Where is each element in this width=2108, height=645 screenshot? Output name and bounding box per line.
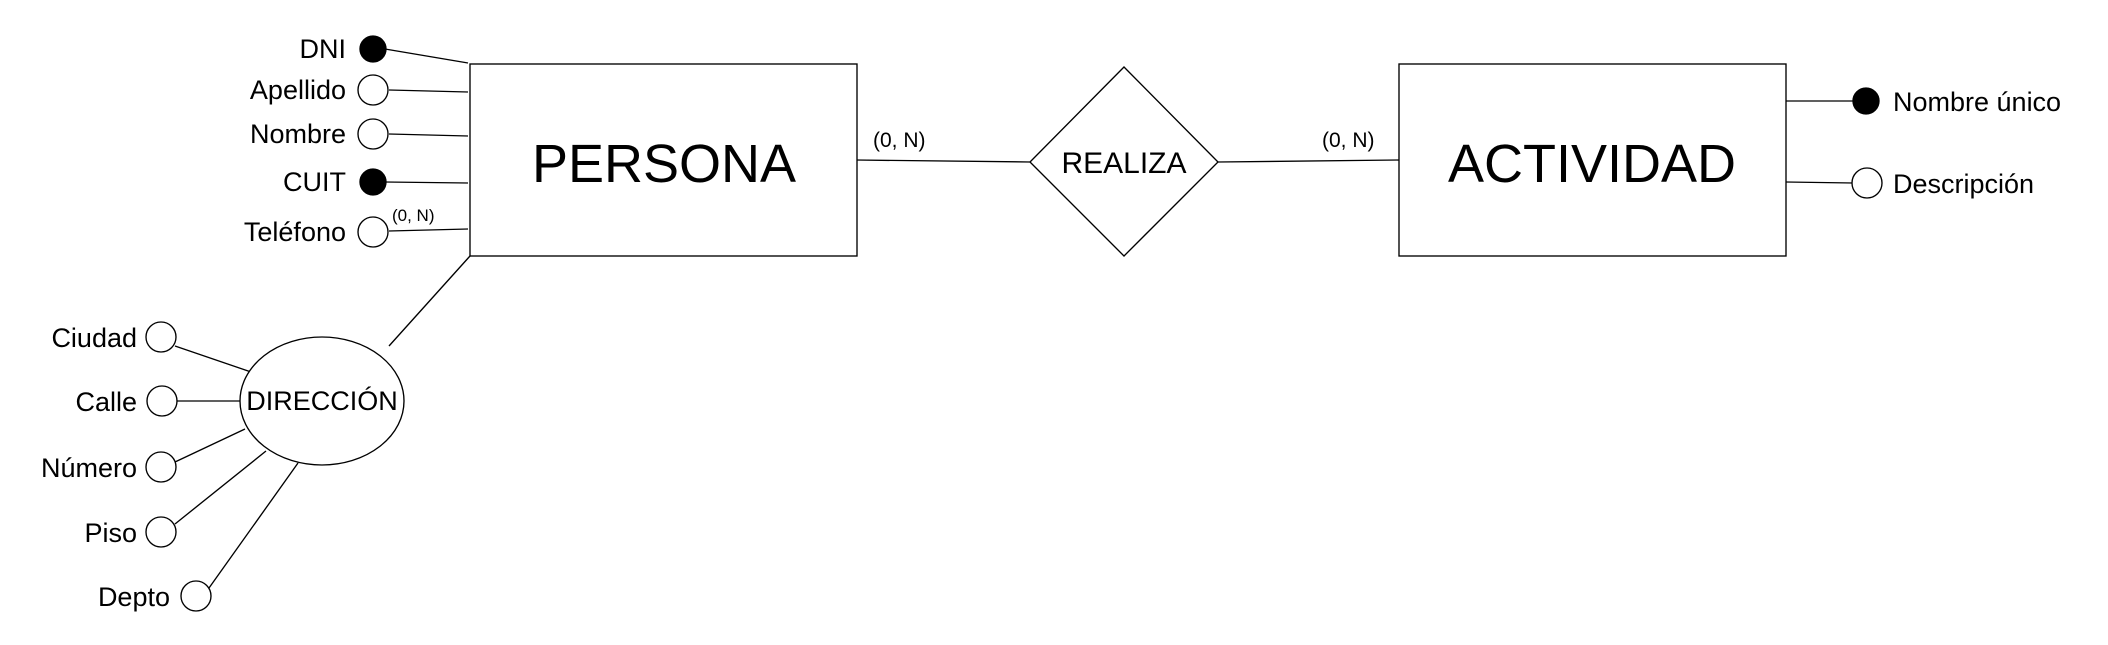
attribute-icon xyxy=(357,216,389,248)
attr-piso-label: Piso xyxy=(84,518,137,548)
attr-telefono-label: Teléfono xyxy=(244,217,346,247)
connectors xyxy=(174,48,1854,589)
attr-nombre-unico-label: Nombre único xyxy=(1893,87,2061,117)
attribute-icon xyxy=(1851,167,1883,199)
attr-numero-label: Número xyxy=(41,453,137,483)
persona-realiza-connector xyxy=(855,159,1031,163)
attribute-icon xyxy=(145,321,177,353)
attribute-icon xyxy=(145,451,177,483)
numero-connector xyxy=(174,428,246,463)
entity-persona-label: PERSONA xyxy=(532,134,796,194)
card-telefono: (0, N) xyxy=(392,206,435,225)
descripcion-connector xyxy=(1785,181,1854,184)
actividad-attributes: Nombre único Descripción xyxy=(1851,87,2061,199)
entity-persona-box xyxy=(469,63,858,257)
apellido-connector xyxy=(388,89,469,93)
attr-cuit-label: CUIT xyxy=(283,167,346,197)
card-persona-realiza: (0, N) xyxy=(873,129,926,152)
attribute-icon xyxy=(180,580,212,612)
key-attribute-icon xyxy=(359,168,387,196)
composite-direccion-label: DIRECCIÓN xyxy=(246,385,398,416)
composite-direccion: DIRECCIÓN xyxy=(239,336,405,466)
relationship-realiza-diamond xyxy=(1029,66,1219,257)
piso-connector xyxy=(174,450,267,525)
key-attribute-icon xyxy=(359,35,387,63)
card-realiza-actividad: (0, N) xyxy=(1322,129,1375,152)
attr-calle-label: Calle xyxy=(75,387,137,417)
ciudad-connector xyxy=(174,345,255,374)
attr-apellido-label: Apellido xyxy=(250,75,346,105)
key-attribute-icon xyxy=(1852,87,1880,115)
attribute-icon xyxy=(357,74,389,106)
attribute-icon xyxy=(146,385,178,417)
attr-ciudad-label: Ciudad xyxy=(51,323,137,353)
relationship-realiza-label: REALIZA xyxy=(1061,147,1186,180)
nombre-connector xyxy=(388,133,469,137)
cuit-connector xyxy=(384,181,469,184)
dni-connector xyxy=(384,48,469,64)
entity-actividad-label: ACTIVIDAD xyxy=(1448,134,1736,194)
attr-nombre-label: Nombre xyxy=(250,119,346,149)
attribute-icon xyxy=(357,118,389,150)
direccion-attributes: Ciudad Calle Número Piso Depto xyxy=(41,321,212,612)
relationship-realiza: REALIZA (0, N) (0, N) xyxy=(873,66,1375,257)
telefono-connector xyxy=(388,228,469,232)
depto-connector xyxy=(208,462,299,589)
realiza-actividad-connector xyxy=(1217,159,1400,163)
attr-depto-label: Depto xyxy=(98,582,170,612)
persona-attributes: DNI Apellido Nombre CUIT Teléfono (0, N) xyxy=(244,34,435,248)
entity-actividad-box xyxy=(1398,63,1787,257)
entity-persona: PERSONA xyxy=(469,63,858,257)
composite-direccion-ellipse xyxy=(239,336,405,466)
direccion-connector xyxy=(388,255,471,347)
attr-descripcion-label: Descripción xyxy=(1893,169,2034,199)
attr-dni-label: DNI xyxy=(300,34,347,64)
attribute-icon xyxy=(145,516,177,548)
entity-actividad: ACTIVIDAD xyxy=(1398,63,1787,257)
